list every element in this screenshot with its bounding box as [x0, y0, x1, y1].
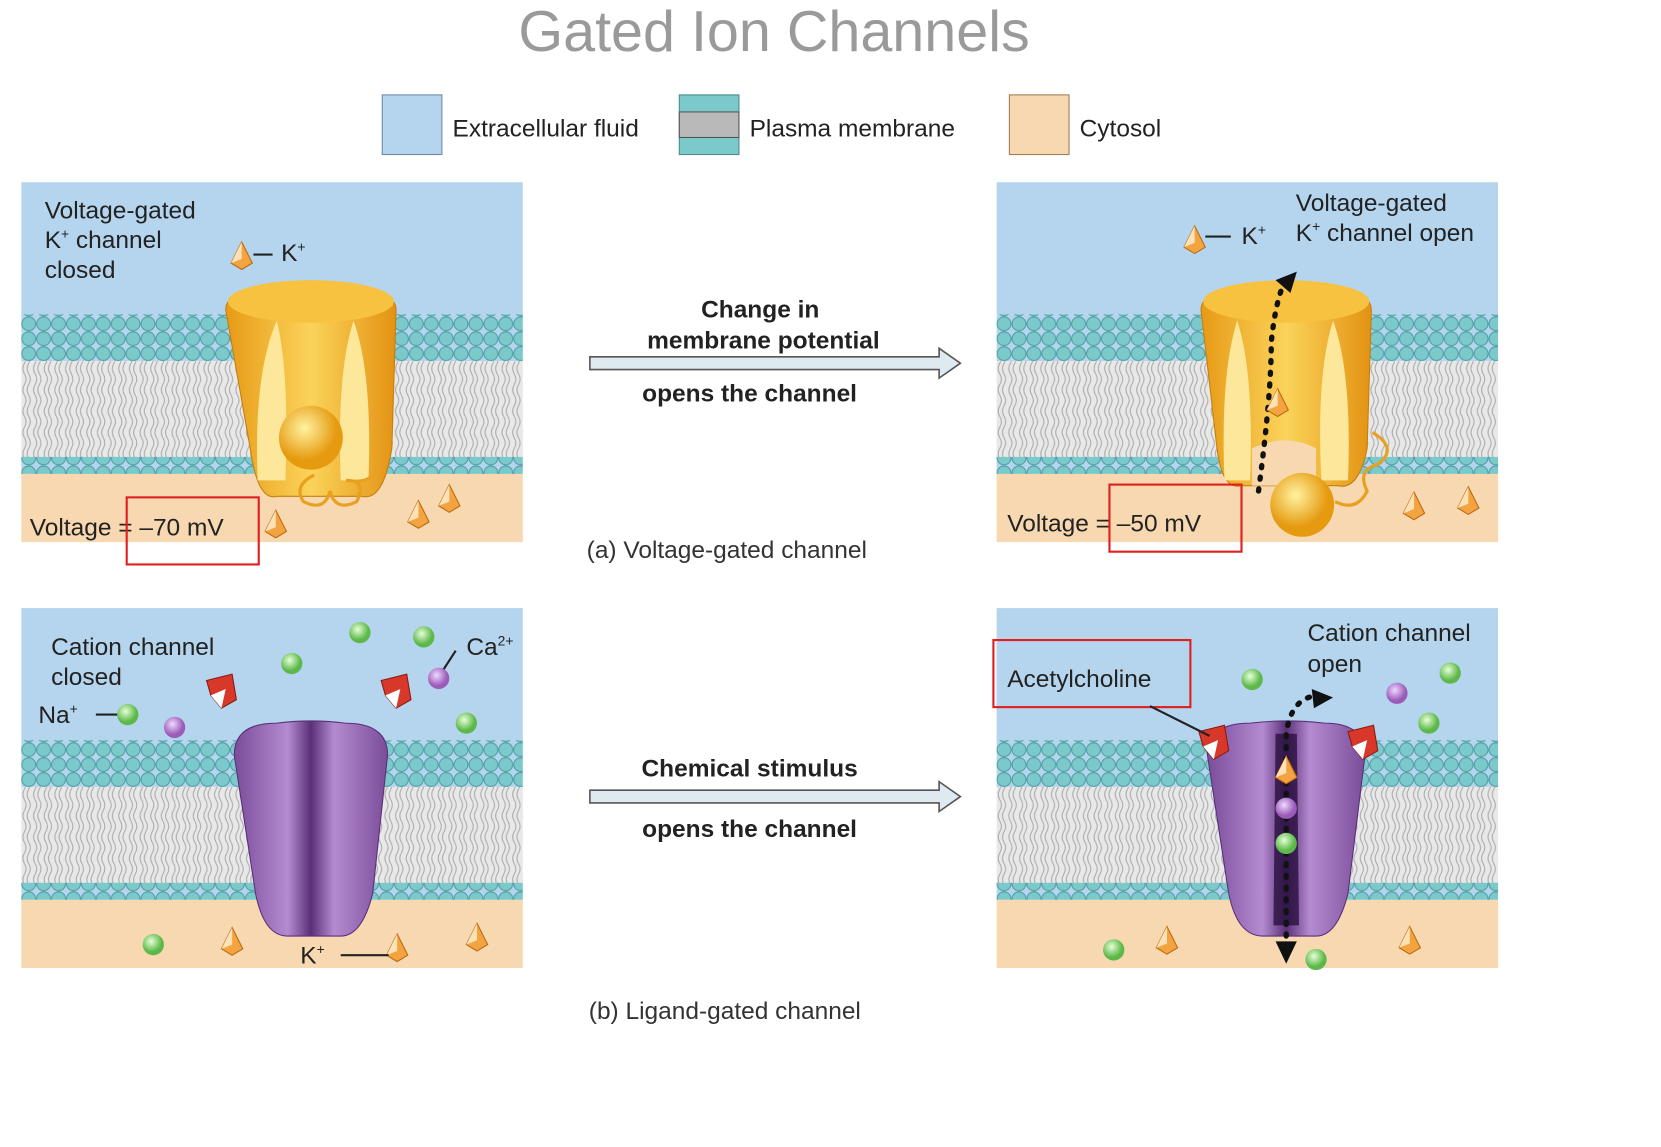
- inactivation-ball: [1270, 472, 1335, 537]
- cation-channel-closed: [233, 720, 389, 937]
- voltage-stimulus-arrow: Change in membrane potential opens the c…: [589, 296, 962, 408]
- ion-flow-path: [1255, 275, 1289, 494]
- arrow-label: Chemical stimulus: [641, 755, 857, 782]
- legend-label: Plasma membrane: [750, 115, 955, 142]
- channel-label: closed: [51, 664, 122, 691]
- acetylcholine-label: Acetylcholine: [1007, 666, 1151, 693]
- arrow-icon: [589, 780, 962, 814]
- legend-item-cytosol: Cytosol: [1008, 94, 1162, 156]
- legend-item-membrane: Plasma membrane: [678, 94, 955, 156]
- highlight-box: [125, 496, 260, 566]
- na-ions: [117, 621, 478, 956]
- legend-label: Extracellular fluid: [453, 115, 639, 142]
- legend: Extracellular fluid Plasma membrane Cyto…: [381, 94, 1162, 156]
- voltage-readout-open: Voltage = –50 mV: [1007, 510, 1202, 537]
- k-ion-label: K+: [1241, 221, 1265, 250]
- chemical-stimulus-arrow: Chemical stimulus opens the channel: [589, 755, 962, 843]
- voltage-gated-closed-panel: Voltage-gated K+ channel closed K+ Volta…: [21, 182, 523, 566]
- ligand-gated-open-panel: Cation channel open Acetylcholine: [992, 608, 1499, 971]
- channel-label: Voltage-gated: [1296, 190, 1447, 217]
- channel-label: K+ channel: [45, 226, 162, 255]
- channel-label: Cation channel: [1308, 620, 1471, 647]
- legend-item-extracellular: Extracellular fluid: [381, 94, 639, 156]
- na-ion-label: Na+: [38, 701, 77, 730]
- arrow-label: membrane potential: [647, 327, 880, 354]
- cytosol-swatch: [1008, 94, 1070, 156]
- k-channel-open: [1200, 280, 1389, 537]
- ca-ions: [163, 667, 450, 739]
- caption-b: (b) Ligand-gated channel: [589, 998, 861, 1025]
- channel-label: Cation channel: [51, 634, 214, 661]
- arrow-label: opens the channel: [642, 816, 857, 843]
- legend-label: Cytosol: [1080, 115, 1162, 142]
- channel-label: open: [1308, 651, 1362, 678]
- ligand-gated-closed-panel: Cation channel closed Na+ Ca2+ K+: [21, 608, 523, 970]
- highlight-box: [992, 638, 1192, 709]
- caption-a: (a) Voltage-gated channel: [587, 537, 867, 564]
- arrow-label: Change in: [701, 296, 819, 323]
- diagram-title: Gated Ion Channels: [518, 0, 1029, 64]
- arrow-icon: [589, 346, 962, 380]
- highlight-box: [1108, 483, 1243, 553]
- voltage-gated-open-panel: Voltage-gated K+ channel open K+ Voltage…: [996, 182, 1499, 553]
- inactivation-ball: [278, 405, 343, 470]
- arrow-label: opens the channel: [642, 381, 857, 408]
- k-ion-label: K+: [300, 941, 324, 970]
- channel-label: closed: [45, 257, 116, 284]
- extracellular-swatch: [381, 94, 443, 156]
- ca-ion-label: Ca2+: [466, 632, 513, 661]
- ion-flow-path: [1283, 693, 1315, 939]
- k-ion-label: K+: [281, 238, 305, 267]
- k-channel-closed: [225, 280, 397, 507]
- channel-label: K+ channel open: [1296, 218, 1474, 247]
- channel-label: Voltage-gated: [45, 197, 196, 224]
